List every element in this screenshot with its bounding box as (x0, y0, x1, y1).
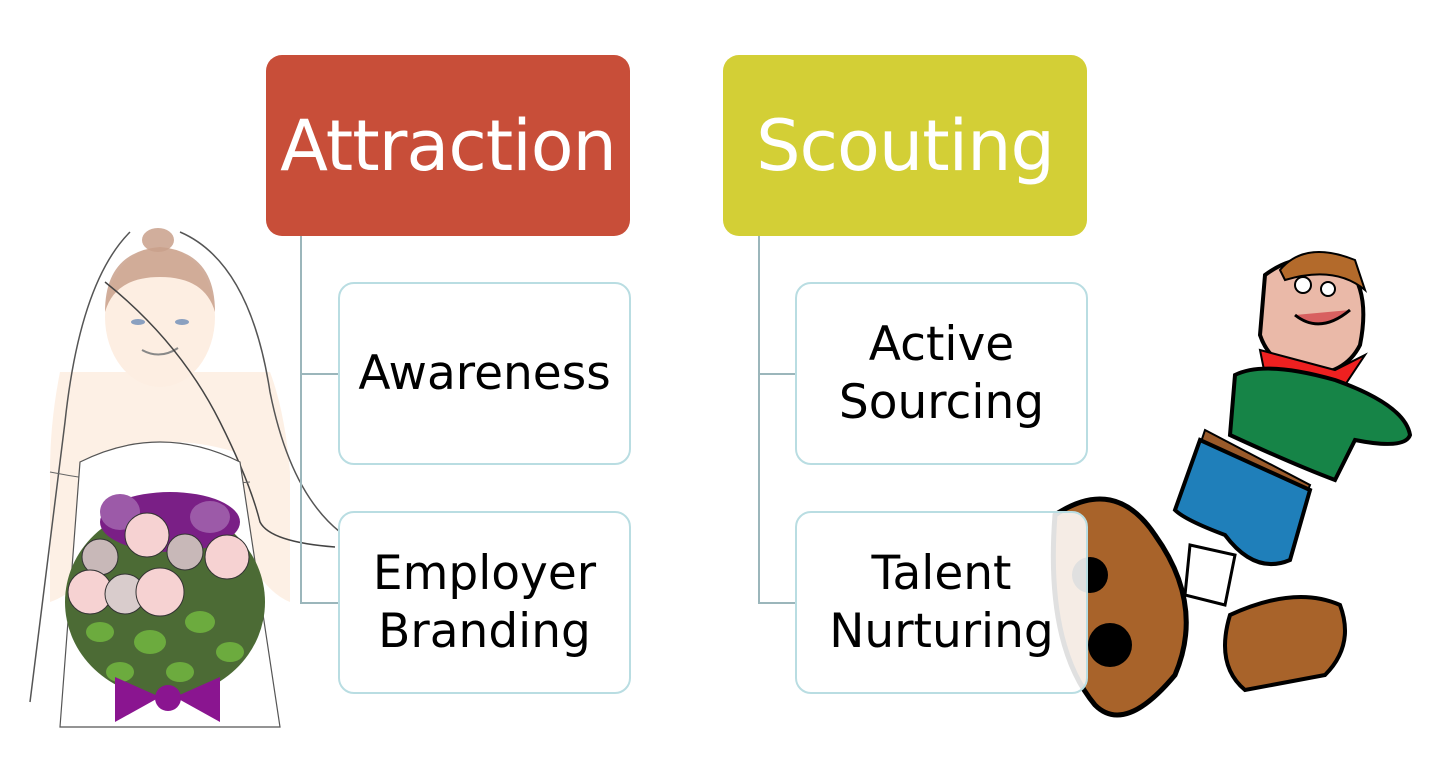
attraction-header: Attraction (266, 55, 630, 236)
talent-nurturing-label-line1: Talent (871, 545, 1012, 601)
scouting-title: Scouting (756, 104, 1055, 187)
talent-nurturing-label-line2: Nurturing (829, 603, 1054, 659)
employer-branding-label-line1: Employer (372, 545, 597, 601)
employer-branding-box: Employer Branding (338, 511, 631, 694)
employer-branding-label-line2: Branding (378, 603, 591, 659)
bride-illustration (29, 228, 340, 728)
connector-attraction-awareness (300, 373, 340, 375)
connector-attraction-vertical (300, 236, 302, 604)
attraction-title: Attraction (280, 104, 617, 187)
connector-scouting-talent-nurturing (758, 602, 796, 604)
active-sourcing-label-line1: Active (868, 316, 1015, 372)
scout-illustration (1050, 251, 1413, 718)
connector-scouting-vertical (758, 236, 760, 604)
awareness-label: Awareness (358, 345, 611, 401)
awareness-box: Awareness (338, 282, 631, 465)
talent-nurturing-box: Talent Nurturing (795, 511, 1088, 694)
connector-attraction-employer-branding (300, 602, 340, 604)
scouting-header: Scouting (723, 55, 1087, 236)
active-sourcing-box: Active Sourcing (795, 282, 1088, 465)
connector-scouting-active-sourcing (758, 373, 796, 375)
active-sourcing-label-line2: Sourcing (838, 374, 1045, 430)
